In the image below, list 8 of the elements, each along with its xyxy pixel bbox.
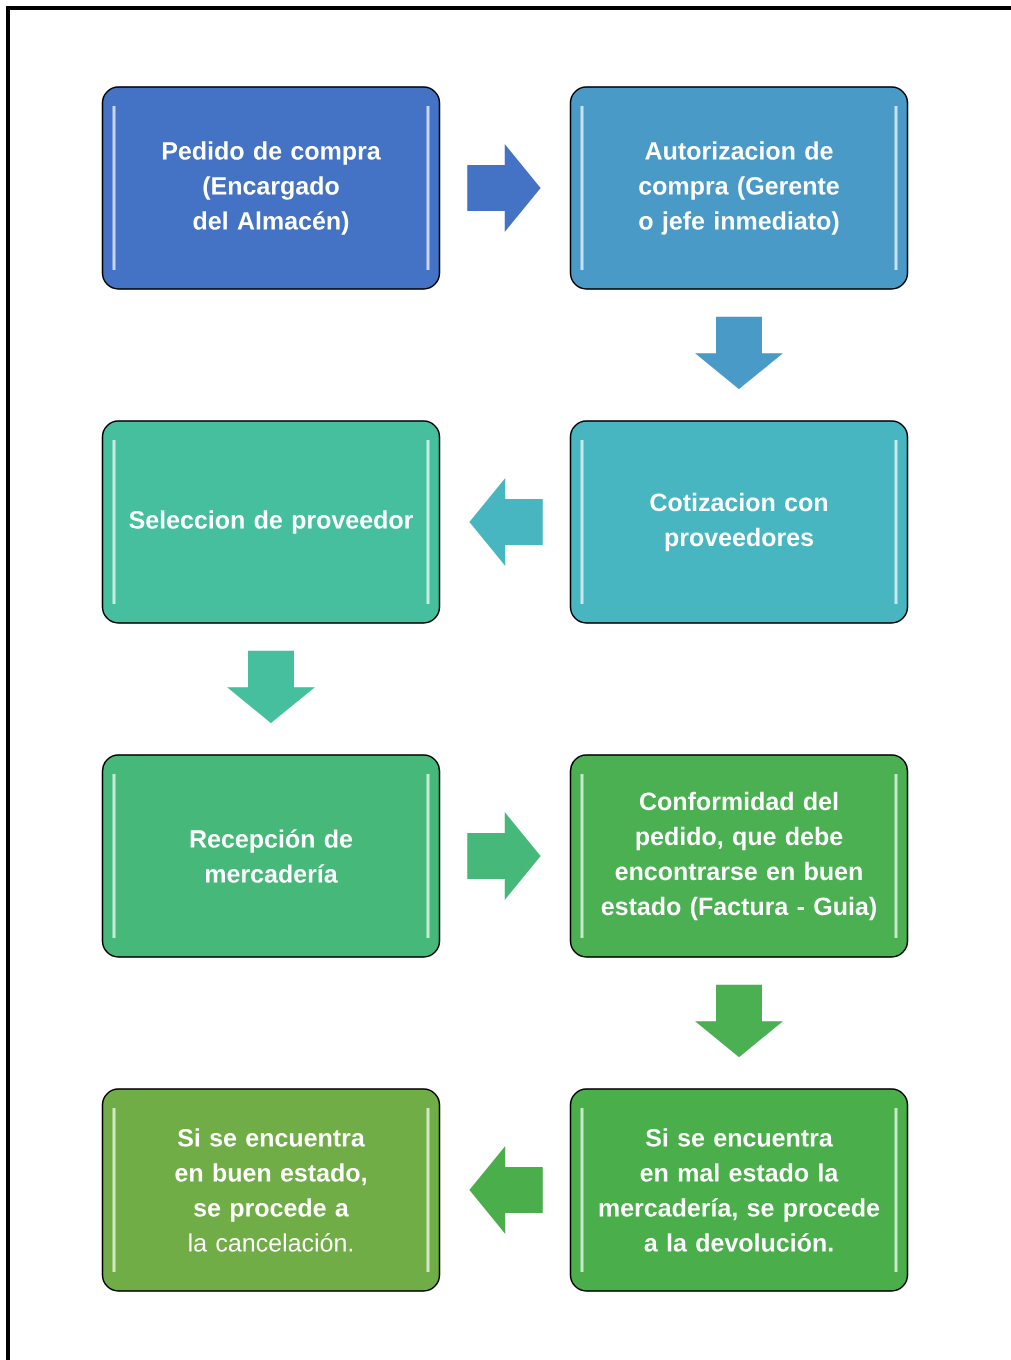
process-box: Cotizacion con proveedores — [569, 420, 909, 624]
process-box: Recepción de mercadería — [101, 754, 441, 958]
process-box: Seleccion de proveedor — [101, 420, 441, 624]
process-box: Conformidad del pedido, que debe encontrarse en buen estado (Factura - Guia) — [569, 754, 909, 958]
process-box: Si se encuentra en mal estado la mercadería, se procede a la devolución. — [569, 1088, 909, 1292]
process-box: Pedido de compra (Encargado del Almacén) — [101, 86, 441, 290]
process-box: Autorizacion de compra (Gerente o jefe inmediato) — [569, 86, 909, 290]
process-box: Si se encuentra en buen estado, se procede a la cancelación. — [101, 1088, 441, 1292]
